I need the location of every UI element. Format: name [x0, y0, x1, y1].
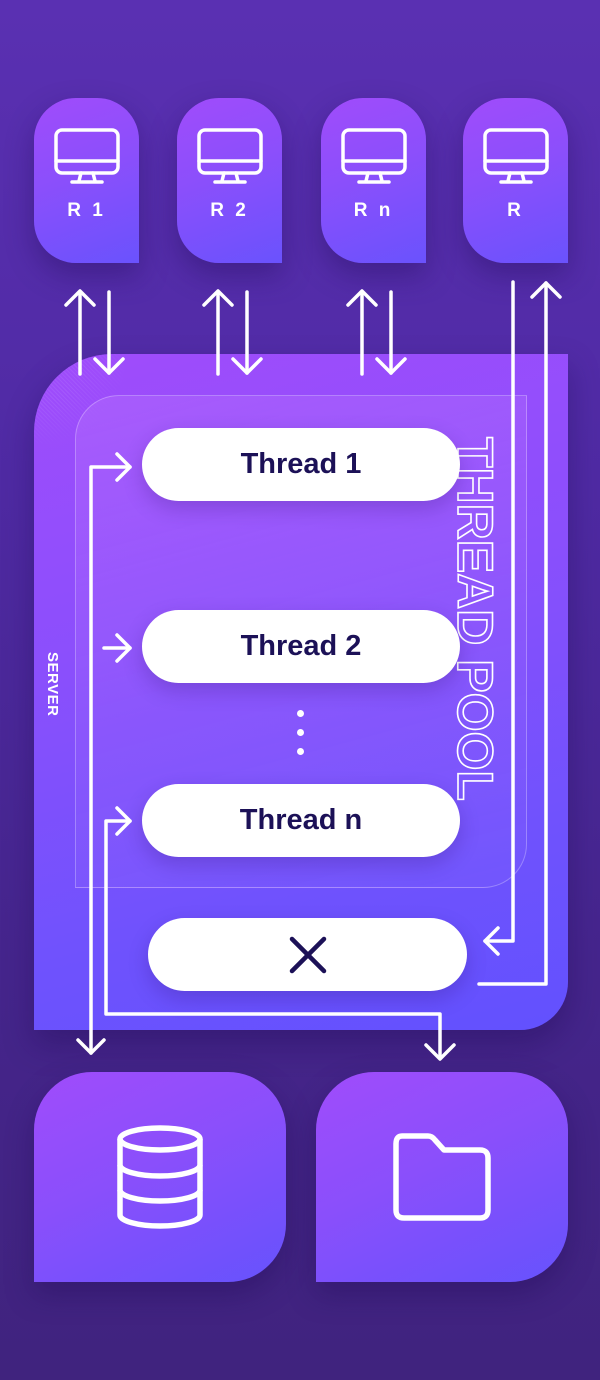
- close-icon: [289, 936, 326, 973]
- thread-1-pill: Thread 1: [142, 428, 460, 501]
- database-icon: [117, 1125, 203, 1229]
- client-label: R 1: [67, 200, 106, 221]
- thread-n-pill: Thread n: [142, 784, 460, 857]
- rejected-request-pill: [148, 918, 467, 991]
- thread-2-pill: Thread 2: [142, 610, 460, 683]
- client-label: R: [507, 200, 524, 221]
- folder-icon: [393, 1133, 491, 1221]
- database-card: [34, 1072, 286, 1282]
- monitor-icon: [482, 128, 549, 184]
- monitor-icon: [196, 128, 263, 184]
- server-label: SERVER: [44, 652, 61, 717]
- ellipsis-dots: [297, 710, 307, 767]
- client-label: R 2: [210, 200, 249, 221]
- client-card-rn: R n: [321, 98, 426, 263]
- client-card-r2: R 2: [177, 98, 282, 263]
- thread-pool-label: THREAD POOL: [446, 436, 504, 802]
- monitor-icon: [53, 128, 120, 184]
- client-label: R n: [353, 200, 394, 221]
- client-card-r: R: [463, 98, 568, 263]
- monitor-icon: [340, 128, 407, 184]
- client-card-r1: R 1: [34, 98, 139, 263]
- file-storage-card: [316, 1072, 568, 1282]
